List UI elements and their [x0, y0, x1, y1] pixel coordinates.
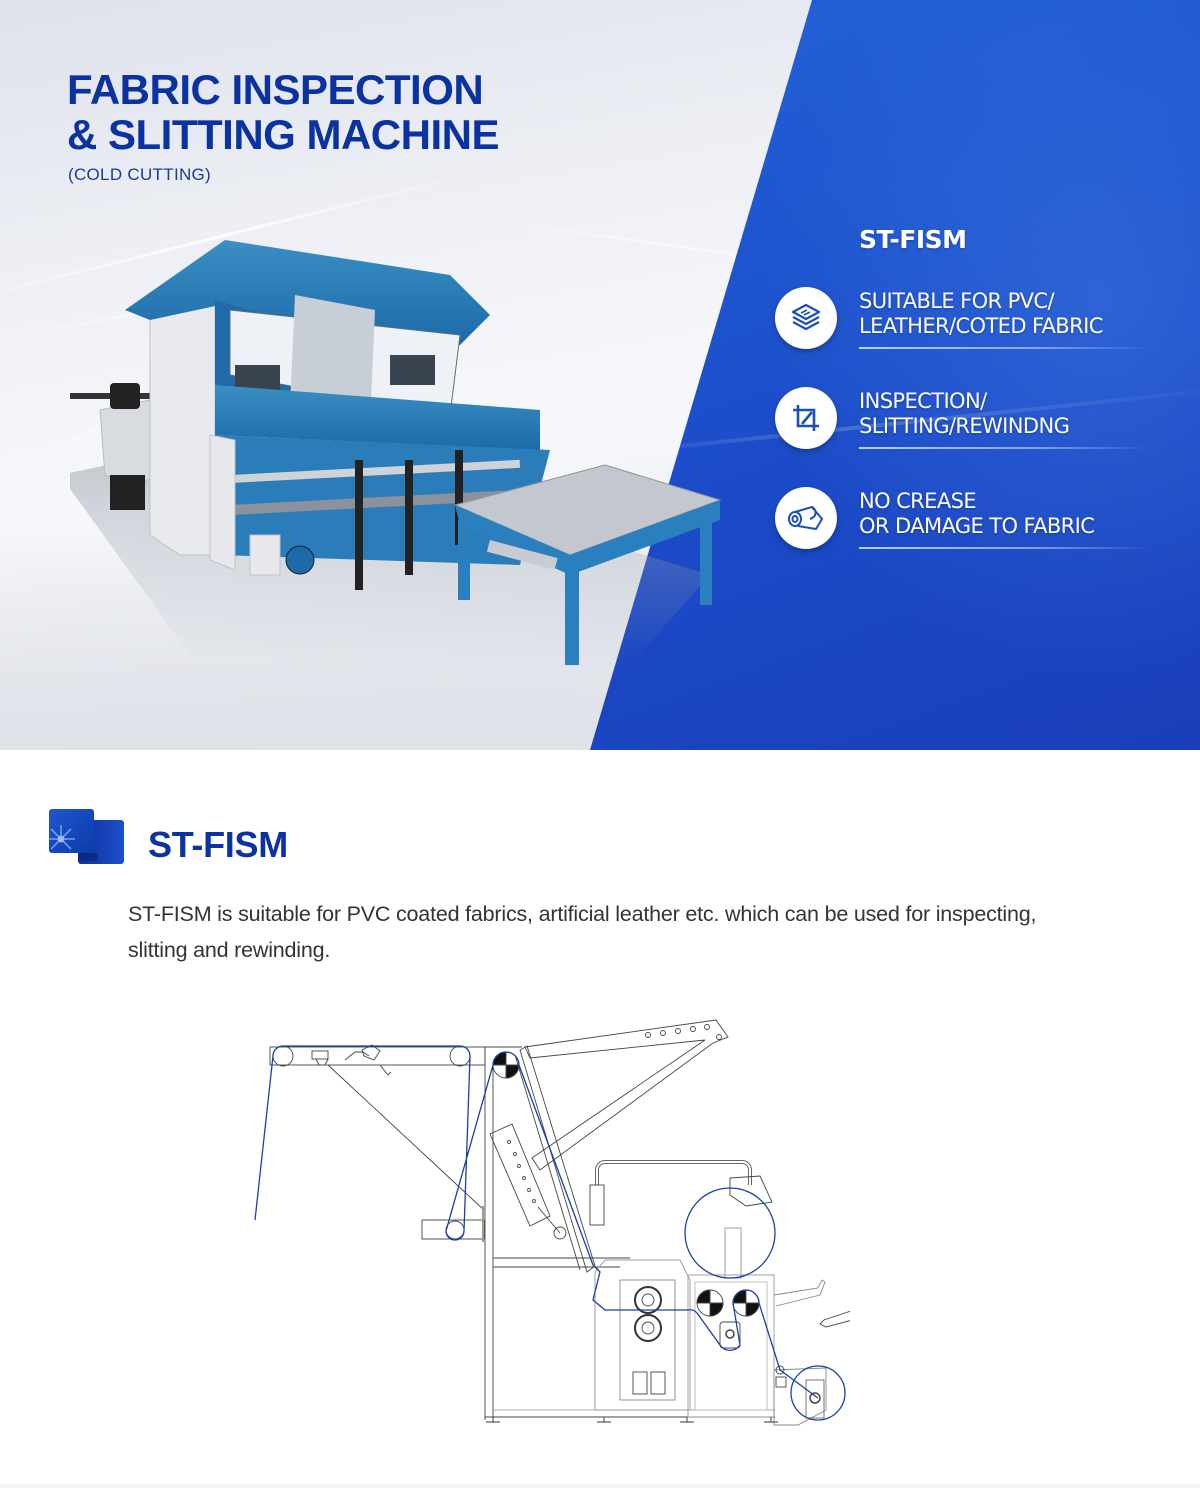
fabric-layers-icon [775, 287, 837, 349]
title-line-1: FABRIC INSPECTION [67, 66, 484, 113]
feature-item: NO CREASE OR DAMAGE TO FABRIC [775, 487, 1175, 557]
divider [859, 547, 1149, 549]
feature-line-2: OR DAMAGE TO FABRIC [859, 514, 1095, 538]
title-line-2: & SLITTING MACHINE [67, 111, 499, 158]
feature-item: INSPECTION/ SLITTING/REWINDNG [775, 387, 1175, 457]
crop-icon [775, 387, 837, 449]
page-subtitle: (COLD CUTTING) [68, 165, 212, 184]
page-title: FABRIC INSPECTION & SLITTING MACHINE [67, 67, 499, 157]
divider [859, 447, 1149, 449]
feature-line-1: INSPECTION/ [859, 389, 987, 413]
machine-schematic [254, 1019, 850, 1426]
divider [859, 347, 1149, 349]
feature-line-2: LEATHER/COTED FABRIC [859, 314, 1103, 338]
footer-divider [0, 1484, 1200, 1488]
model-label: ST-FISM [859, 225, 967, 254]
feature-line-2: SLITTING/REWINDNG [859, 414, 1070, 438]
hero-banner: FABRIC INSPECTION & SLITTING MACHINE (CO… [0, 0, 1200, 750]
feature-item: SUITABLE FOR PVC/ LEATHER/COTED FABRIC [775, 287, 1175, 357]
feature-line-1: NO CREASE [859, 489, 977, 513]
fabric-sheet-icon [49, 809, 124, 864]
section-title: ST-FISM [148, 824, 288, 865]
feature-line-1: SUITABLE FOR PVC/ [859, 289, 1055, 313]
fabric-roll-icon [775, 487, 837, 549]
machine-photo [70, 240, 722, 665]
section-description: ST-FISM is suitable for PVC coated fabri… [128, 902, 1037, 962]
